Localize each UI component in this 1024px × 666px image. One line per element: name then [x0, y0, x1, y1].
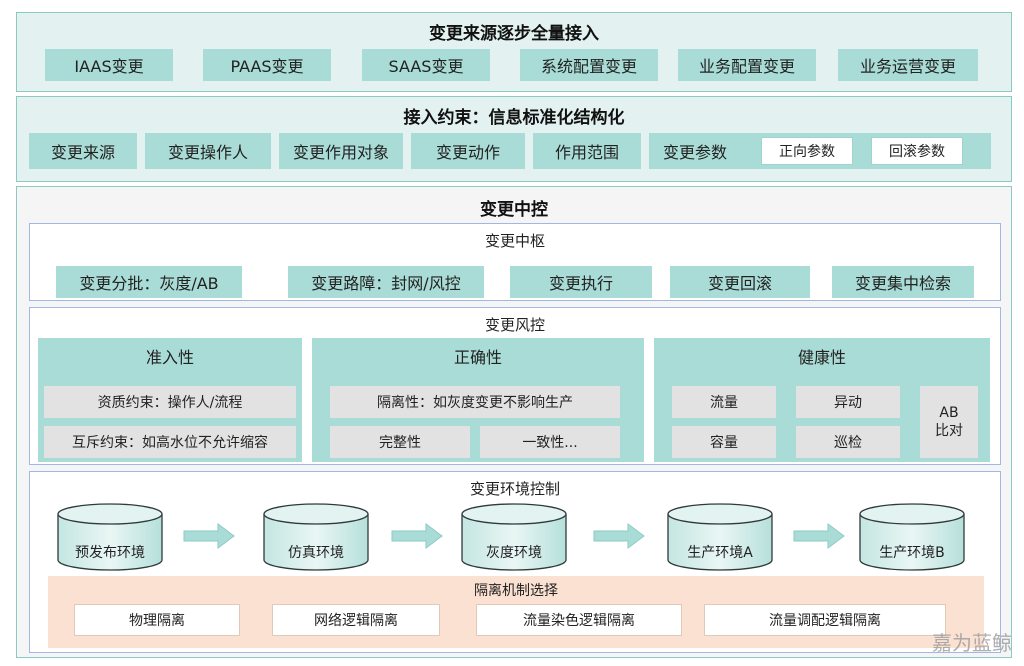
constraint-layer-title: 接入约束：信息标准化结构化 [403, 108, 625, 128]
risk-col-correct: 正确性 隔离性：如灰度变更不影响生产 完整性 一致性... [312, 338, 644, 462]
risk-col-health: 健康性 流量 异动 容量 巡检 AB 比对 [654, 338, 990, 462]
constraint-param-rollback: 回滚参数 [871, 137, 963, 165]
health-item-inspection: 巡检 [796, 426, 900, 458]
constraint-item-source: 变更来源 [29, 133, 137, 169]
health-item-traffic: 流量 [672, 386, 776, 418]
watermark-text: 嘉为蓝鲸 [932, 631, 1012, 655]
hub-panel: 变更中枢 变更分批：灰度/AB 变更路障：封网/风控 变更执行 变更回滚 变更集… [29, 223, 1001, 301]
source-layer-title: 变更来源逐步全量接入 [429, 24, 599, 44]
correct-title: 正确性 [453, 348, 502, 367]
env-panel: 变更环境控制 [29, 471, 1001, 653]
control-layer: 变更中控 变更中枢 变更分批：灰度/AB 变更路障：封网/风控 变更执行 变更回… [16, 186, 1012, 658]
isolation-band: 隔离机制选择 物理隔离 网络逻辑隔离 流量染色逻辑隔离 流量调配逻辑隔离 [48, 576, 984, 648]
env-title: 变更环境控制 [469, 480, 560, 498]
source-item-saas: SAAS变更 [362, 49, 490, 81]
source-item-business-config: 业务配置变更 [678, 49, 816, 81]
constraint-layer: 接入约束：信息标准化结构化 变更来源 变更操作人 变更作用对象 变更动作 作用范… [16, 96, 1012, 182]
constraint-item-operator: 变更操作人 [145, 133, 271, 169]
env-stage-production-a: 生产环境A [687, 545, 753, 561]
constraint-item-scope: 作用范围 [533, 133, 641, 169]
health-item-capacity: 容量 [672, 426, 776, 458]
hub-item-barrier: 变更路障：封网/风控 [288, 266, 484, 298]
correct-item-integrity: 完整性 [330, 426, 470, 458]
hub-item-batch: 变更分批：灰度/AB [56, 266, 242, 298]
hub-item-rollback: 变更回滚 [670, 266, 810, 298]
access-title: 准入性 [145, 348, 194, 367]
isolation-item-network: 网络逻辑隔离 [272, 604, 440, 636]
isolation-title: 隔离机制选择 [474, 583, 558, 599]
source-item-paas: PAAS变更 [203, 49, 331, 81]
constraint-item-action: 变更动作 [411, 133, 525, 169]
env-stage-gray: 灰度环境 [486, 545, 542, 561]
access-item-mutex: 互斥约束：如高水位不允许缩容 [44, 426, 296, 458]
isolation-item-traffic-dye: 流量染色逻辑隔离 [476, 604, 682, 636]
correct-item-isolation: 隔离性：如灰度变更不影响生产 [330, 386, 620, 418]
access-item-qualification: 资质约束：操作人/流程 [44, 386, 296, 418]
source-item-system-config: 系统配置变更 [520, 49, 658, 81]
isolation-item-traffic-dispatch: 流量调配逻辑隔离 [704, 604, 946, 636]
isolation-item-physical: 物理隔离 [74, 604, 240, 636]
cylinder-production-a [667, 503, 773, 571]
hub-item-execute: 变更执行 [510, 266, 652, 298]
correct-item-consistency: 一致性... [480, 426, 620, 458]
cylinder-production-b [859, 503, 965, 571]
arrow-right-icon [183, 523, 235, 549]
env-stage-simulation: 仿真环境 [288, 545, 344, 561]
hub-title: 变更中枢 [484, 232, 545, 250]
source-layer: 变更来源逐步全量接入 IAAS变更 PAAS变更 SAAS变更 系统配置变更 业… [16, 12, 1012, 92]
hub-item-search: 变更集中检索 [832, 266, 974, 298]
arrow-right-icon [593, 523, 645, 549]
cylinder-gray [461, 503, 567, 571]
env-stage-production-b: 生产环境B [879, 545, 945, 561]
arrow-right-icon [391, 523, 443, 549]
risk-panel: 变更风控 准入性 资质约束：操作人/流程 互斥约束：如高水位不允许缩容 正确性 … [29, 307, 1001, 465]
cylinder-simulation [263, 503, 369, 571]
source-item-business-ops: 业务运营变更 [838, 49, 978, 81]
risk-title: 变更风控 [484, 316, 545, 334]
cylinder-prerelease [57, 503, 163, 571]
env-flow-diagram [57, 503, 965, 571]
arrow-right-icon [793, 523, 845, 549]
health-title: 健康性 [797, 348, 846, 367]
risk-col-access: 准入性 资质约束：操作人/流程 互斥约束：如高水位不允许缩容 [38, 338, 302, 462]
constraint-item-target: 变更作用对象 [279, 133, 403, 169]
source-item-iaas: IAAS变更 [45, 49, 173, 81]
health-item-ab-compare: AB 比对 [920, 386, 978, 458]
health-item-anomaly: 异动 [796, 386, 900, 418]
constraint-param-forward: 正向参数 [761, 137, 853, 165]
constraint-param-label: 变更参数 [663, 143, 728, 162]
env-stage-prerelease: 预发布环境 [75, 545, 145, 561]
control-layer-title: 变更中控 [480, 200, 548, 220]
